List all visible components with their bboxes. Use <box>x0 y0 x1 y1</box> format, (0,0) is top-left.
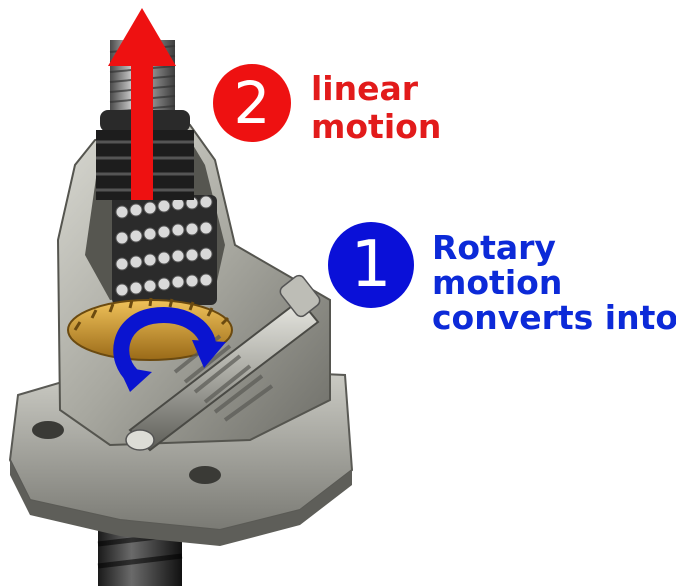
step-1-line-2: motion <box>432 263 563 302</box>
step-2-line-1: linear <box>311 69 419 108</box>
rotary-motion-label: 1 Rotary motion converts into <box>328 222 676 335</box>
step-1-line-1: Rotary <box>432 228 556 267</box>
step-2-number: 2 <box>233 69 271 137</box>
step-1-text: Rotary motion converts into <box>432 230 676 335</box>
step-2-line-2: motion <box>311 107 442 146</box>
linear-motion-arrow-icon <box>108 8 176 200</box>
step-2-badge: 2 <box>213 64 291 142</box>
worm-shaft <box>125 274 321 452</box>
linear-motion-label: 2 linear motion <box>213 64 441 146</box>
ball-screw-nut <box>112 195 217 305</box>
step-1-badge: 1 <box>328 222 414 308</box>
step-1-number: 1 <box>350 228 392 302</box>
step-2-text: linear motion <box>311 70 441 146</box>
rotary-motion-arrow-icon <box>113 307 226 392</box>
step-1-line-3: converts into <box>432 298 676 337</box>
